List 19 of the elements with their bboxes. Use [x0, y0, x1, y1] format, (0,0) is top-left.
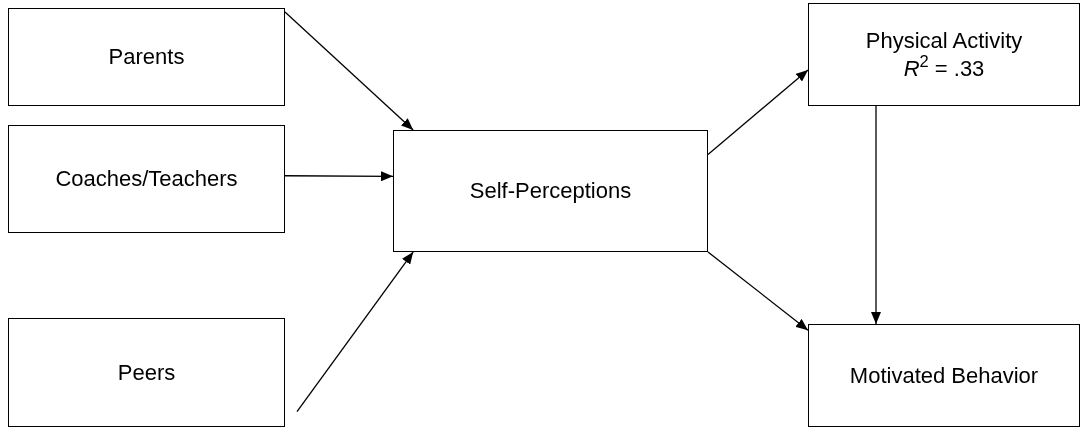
node-text: Coaches/Teachers — [55, 165, 238, 193]
node-text: Parents — [108, 43, 185, 71]
node-text: Physical Activity — [865, 27, 1023, 55]
node-box — [808, 3, 1080, 106]
node-text: Self-Perceptions — [469, 177, 632, 205]
arrow — [707, 69, 809, 156]
node-text: R$^{2}$ = .33 — [903, 54, 985, 82]
node-text: Peers — [117, 358, 176, 387]
node-box — [8, 8, 285, 106]
arrow — [284, 171, 394, 182]
arrow — [707, 251, 809, 331]
arrow — [284, 11, 414, 131]
arrow — [871, 105, 881, 325]
arrow — [296, 251, 414, 413]
node-text: Motivated Behavior — [849, 361, 1039, 390]
node-box — [8, 318, 285, 427]
node-box — [8, 125, 285, 233]
node-box — [393, 130, 708, 252]
node-box — [808, 324, 1080, 427]
